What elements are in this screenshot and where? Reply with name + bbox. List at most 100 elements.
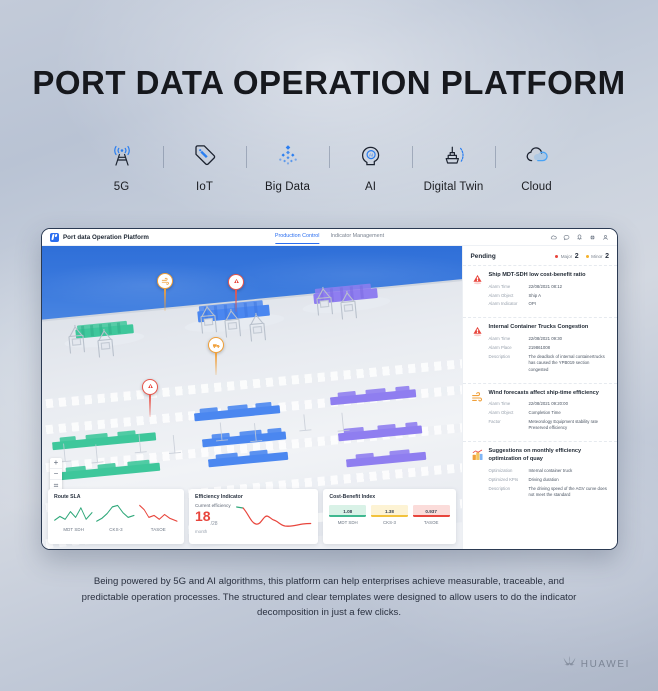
app-brand-label: Port data Operation Platform bbox=[63, 233, 149, 241]
card-route-sla[interactable]: Route SLA MDT SDH bbox=[48, 489, 184, 544]
port-3d-scene[interactable]: + − ⌗ bbox=[42, 246, 462, 549]
alarm-detail-rows: Optimization Internal container truck Op… bbox=[489, 468, 609, 499]
alarm-pin-truck[interactable] bbox=[208, 337, 224, 375]
severity-dot bbox=[585, 255, 589, 258]
cost-benefit-box: 1.08 bbox=[329, 505, 367, 517]
map-zoom-controls[interactable]: + − ⌗ bbox=[50, 458, 62, 491]
cost-benefit-underbar bbox=[329, 514, 367, 517]
cost-benefit-item: 0.937 TASOE bbox=[412, 505, 450, 525]
port-map-pane[interactable]: + − ⌗ Route SLA bbox=[42, 246, 462, 549]
alarm-major-icon bbox=[471, 272, 484, 310]
map-zoom-out-button[interactable]: − bbox=[50, 469, 62, 480]
card-title: Efficiency Indicator bbox=[194, 494, 243, 500]
container-stack-blue bbox=[207, 446, 300, 471]
alarm-detail-value: Internal container truck bbox=[528, 467, 573, 473]
alarm-detail-row: Optimized KPIs Driving duration bbox=[489, 477, 609, 483]
alarm-detail-row: Alarm Time 22/08/2021 08:12 bbox=[489, 284, 609, 290]
feature-label: 5G bbox=[113, 181, 130, 193]
big-data-nodes-icon bbox=[254, 140, 322, 170]
tab-production-control[interactable]: Production Control bbox=[274, 233, 320, 244]
tab-indicator-management[interactable]: Indicator Management bbox=[330, 233, 385, 239]
globe-icon[interactable] bbox=[589, 234, 596, 241]
sparkline-tasoe: TASOE bbox=[138, 504, 178, 532]
alarm-pin-ship[interactable] bbox=[228, 274, 244, 312]
app-body: + − ⌗ Route SLA bbox=[42, 246, 617, 549]
cost-benefit-label: TASOE bbox=[423, 520, 439, 525]
container-stack-green bbox=[51, 427, 162, 453]
alarm-title: Wind forecasts affect ship-time efficien… bbox=[488, 389, 599, 396]
alarm-detail-key: Optimized KPIs bbox=[488, 476, 519, 482]
alarm-detail-value: Completion Time bbox=[528, 410, 561, 416]
app-nav-tabs: Production Control Indicator Management bbox=[274, 229, 385, 245]
feature-label: Big Data bbox=[265, 181, 310, 193]
container-stack-purple bbox=[345, 446, 438, 471]
message-icon[interactable] bbox=[563, 234, 570, 241]
card-efficiency-indicator[interactable]: Efficiency Indicator Current efficiency … bbox=[188, 489, 319, 544]
sparkline-chart bbox=[138, 504, 178, 522]
sparkline-cks-3: CKS-3 bbox=[96, 504, 135, 532]
app-brand: Port data Operation Platform bbox=[50, 232, 149, 242]
alarm-detail-key: Factor bbox=[488, 418, 501, 424]
alarm-detail-key: Alarm Object bbox=[488, 410, 514, 416]
cost-benefit-value: 0.937 bbox=[425, 508, 437, 514]
map-zoom-in-button[interactable]: + bbox=[50, 458, 62, 469]
digital-twin-ship-icon bbox=[420, 140, 488, 170]
container-stack-purple bbox=[337, 420, 430, 445]
alarm-list-item[interactable]: Ship MDT-SDH low cost-benefit ratio Alar… bbox=[462, 265, 617, 317]
alarm-detail-value: 219861008 bbox=[528, 344, 551, 350]
sparkline-label: MDT SDH bbox=[63, 527, 84, 532]
cloud-icon[interactable] bbox=[550, 234, 557, 241]
alarm-pin-wind[interactable] bbox=[157, 273, 173, 311]
map-reset-button[interactable]: ⌗ bbox=[53, 480, 59, 490]
alarm-list-item[interactable]: Internal Container Trucks Congestion Ala… bbox=[462, 317, 617, 382]
alarm-detail-key: Alarm Time bbox=[488, 283, 511, 289]
alarm-detail-value: Driving duration bbox=[528, 476, 559, 482]
alarm-detail-value: The driving speed of the AGV curve does … bbox=[528, 485, 607, 497]
severity-major[interactable]: Major 2 bbox=[555, 253, 579, 260]
alarm-detail-value: Meteorology Equipment stability rate Pre… bbox=[528, 418, 599, 431]
cost-benefit-box: 1.38 bbox=[371, 505, 408, 517]
alarm-detail-rows: Alarm Time 22/08/2021 08:12 Alarm Object… bbox=[489, 284, 609, 308]
alarm-content: Wind forecasts affect ship-time efficien… bbox=[489, 390, 609, 435]
huawei-wordmark: HUAWEI bbox=[580, 658, 630, 670]
feature-label: IoT bbox=[196, 181, 213, 193]
alarm-list-item[interactable]: Suggestions on monthly efficiency optimi… bbox=[462, 441, 617, 508]
alarm-detail-key: Alarm Time bbox=[488, 336, 511, 342]
alarm-detail-key: Alarm Indicator bbox=[488, 301, 518, 307]
feature-cloud: Cloud bbox=[503, 140, 571, 193]
alarm-detail-row: Description The deadlock of internal con… bbox=[489, 354, 609, 373]
cost-benefit-value: 1.08 bbox=[343, 508, 353, 514]
sparkline-label: TASOE bbox=[150, 527, 166, 532]
feature-big-data: Big Data bbox=[254, 140, 322, 193]
alarm-detail-rows: Alarm Time 22/08/2021 09:30 Alarm Place … bbox=[489, 336, 609, 373]
divider bbox=[162, 146, 164, 168]
user-icon[interactable] bbox=[602, 234, 609, 241]
feature-label: AI bbox=[364, 181, 377, 193]
huawei-logo: HUAWEI bbox=[562, 655, 630, 673]
alarm-detail-rows: Alarm Time 22/08/2021 09:20:00 Alarm Obj… bbox=[489, 401, 609, 432]
alarm-detail-row: Alarm Indicator OPI bbox=[489, 301, 609, 307]
severity-minor[interactable]: Minor 2 bbox=[585, 253, 609, 260]
feature-strip: 5G IoT bbox=[0, 140, 658, 193]
pending-panel[interactable]: Pending Major 2 Minor 2 bbox=[461, 246, 617, 549]
alarm-pin-yard[interactable] bbox=[142, 379, 158, 417]
bell-icon[interactable] bbox=[576, 234, 583, 241]
feature-label: Digital Twin bbox=[423, 181, 484, 193]
alarm-detail-row: Factor Meteorology Equipment stability r… bbox=[489, 419, 609, 432]
alarm-detail-key: Alarm Object bbox=[488, 292, 514, 298]
pin-stem bbox=[235, 290, 237, 312]
quay-crane bbox=[313, 285, 334, 316]
cost-benefit-bars: 1.08 MDT SDH 1.38 CKS-3 bbox=[329, 505, 450, 525]
card-cost-benefit-index[interactable]: Cost-Benefit Index 1.08 MDT SDH bbox=[323, 489, 456, 544]
ai-head-icon: AI bbox=[337, 140, 405, 170]
feature-5g: 5G bbox=[88, 140, 156, 193]
feature-digital-twin: Digital Twin bbox=[420, 140, 488, 193]
alarm-list-item[interactable]: Wind forecasts affect ship-time efficien… bbox=[462, 382, 617, 442]
alarm-detail-row: Alarm Time 22/08/2021 09:20:00 bbox=[489, 401, 609, 407]
efficiency-value: 18/28 bbox=[195, 509, 235, 527]
divider bbox=[494, 146, 496, 168]
container-stack-blue bbox=[201, 426, 294, 451]
feature-ai: AI AI bbox=[337, 140, 405, 193]
alarm-detail-value: 22/08/2021 09:30 bbox=[528, 336, 562, 342]
